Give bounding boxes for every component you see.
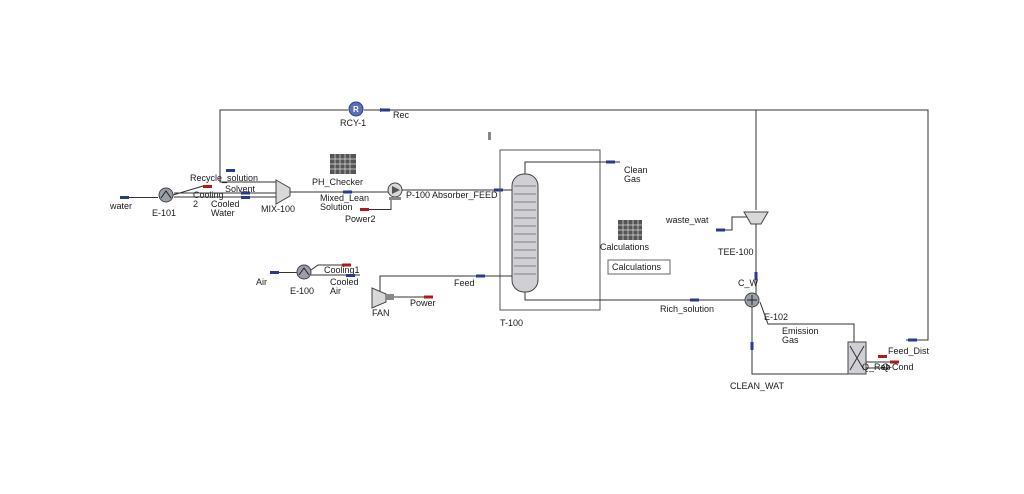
absorber-feed-stream[interactable]	[402, 188, 512, 192]
q-cond-energy-stream[interactable]	[866, 355, 890, 369]
mixed-lean-label-b: Solution	[320, 202, 353, 212]
water-label: water	[109, 201, 132, 211]
recycle-solution-stream[interactable]	[219, 169, 276, 183]
c-w-stream[interactable]	[754, 224, 758, 296]
cooling2-label-b: 2	[193, 199, 198, 209]
cooling1-label: Cooling1	[324, 265, 360, 275]
tee-100-label: TEE-100	[718, 247, 754, 257]
recycle-solution-label: Recycle_solution	[190, 173, 258, 183]
calculations-box[interactable]: Calculations	[607, 259, 671, 275]
mix-100-label: MIX-100	[261, 204, 295, 214]
mixed-lean-label-a: Mixed_Lean	[320, 193, 369, 203]
power2-energy-stream[interactable]	[360, 200, 392, 211]
q-reb-energy-stream[interactable]	[866, 360, 899, 364]
power-energy-stream[interactable]	[394, 295, 433, 299]
emission-gas-label-b: Gas	[782, 335, 799, 345]
e-100-label: E-100	[290, 286, 314, 296]
air-inlet-stream[interactable]	[270, 271, 297, 274]
q-cond-label: Q-Cond	[882, 362, 914, 372]
calculations-title: Calculations	[600, 242, 650, 252]
solvent-stream[interactable]	[174, 191, 276, 195]
pump-p-100[interactable]	[387, 182, 403, 200]
cooled-water-label-b: Water	[211, 208, 235, 218]
cooling2-label-a: Cooling	[193, 190, 224, 200]
emission-gas-stream[interactable]	[759, 301, 855, 342]
cooled-air-label-a: Cooled	[330, 277, 359, 287]
rich-solution-label: Rich_solution	[660, 304, 714, 314]
feed-stream[interactable]	[379, 274, 512, 293]
ph-checker-label: PH_Checker	[312, 177, 363, 187]
air-label: Air	[256, 277, 267, 287]
clean-wat-label: CLEAN_WAT	[730, 381, 785, 391]
svg-text:R: R	[353, 105, 359, 114]
fan-label: FAN	[372, 308, 390, 318]
feed-label: Feed	[454, 278, 475, 288]
waste-wat-stream[interactable]	[716, 216, 748, 232]
ph-checker-spreadsheet-icon[interactable]	[330, 154, 356, 174]
emission-gas-label-a: Emission	[782, 326, 819, 336]
distillation-column[interactable]	[847, 341, 867, 375]
waste-wat-label: waste_wat	[665, 215, 709, 225]
cooling1-energy-stream[interactable]	[310, 263, 351, 271]
absorber-feed-label: Absorber_FEED	[432, 190, 498, 200]
clean-gas-label-b: Gas	[624, 174, 641, 184]
cooled-water-label-a: Cooled	[211, 199, 240, 209]
column-t-100-boundary	[488, 132, 601, 311]
mixed-lean-solution-stream[interactable]	[290, 190, 388, 194]
absorber-column-t-100[interactable]	[511, 173, 539, 293]
tee-tee-100[interactable]	[743, 211, 769, 225]
cooler-e-100[interactable]	[296, 264, 312, 280]
cooled-air-stream[interactable]	[311, 274, 360, 277]
t-100-label: T-100	[500, 318, 523, 328]
e-101-label: E-101	[152, 208, 176, 218]
water-inlet-stream[interactable]	[120, 196, 158, 199]
rcy-label: RCY-1	[340, 118, 366, 128]
power-label: Power	[410, 298, 436, 308]
q-reb-label: Q_Reb	[862, 362, 891, 372]
feed-dist-label: Feed_Dist	[888, 346, 930, 356]
clean-gas-stream[interactable]	[524, 160, 620, 175]
fan[interactable]	[371, 287, 394, 309]
recycle-block-rcy-1[interactable]: R	[348, 101, 364, 117]
cooled-water-stream[interactable]	[174, 196, 276, 199]
cooled-air-label-b: Air	[330, 286, 341, 296]
power2-label: Power2	[345, 214, 376, 224]
rec-stream-label: Rec	[393, 110, 410, 120]
c-w-label: C_W	[738, 278, 759, 288]
feed-dist-stream[interactable]	[756, 109, 929, 342]
clean-wat-stream[interactable]	[750, 307, 849, 375]
heat-exchanger-e-102[interactable]	[744, 292, 760, 308]
e-102-label: E-102	[764, 312, 788, 322]
mixer-mix-100[interactable]	[275, 179, 291, 205]
clean-gas-label-a: Clean	[624, 165, 648, 175]
p-100-label: P-100	[406, 190, 430, 200]
rich-solution-stream[interactable]	[524, 292, 748, 302]
calculations-box-label: Calculations	[612, 262, 662, 272]
calculations-spreadsheet-icon[interactable]	[618, 220, 642, 240]
solvent-label: Solvent	[225, 184, 256, 194]
cooler-e-101[interactable]	[158, 187, 174, 203]
